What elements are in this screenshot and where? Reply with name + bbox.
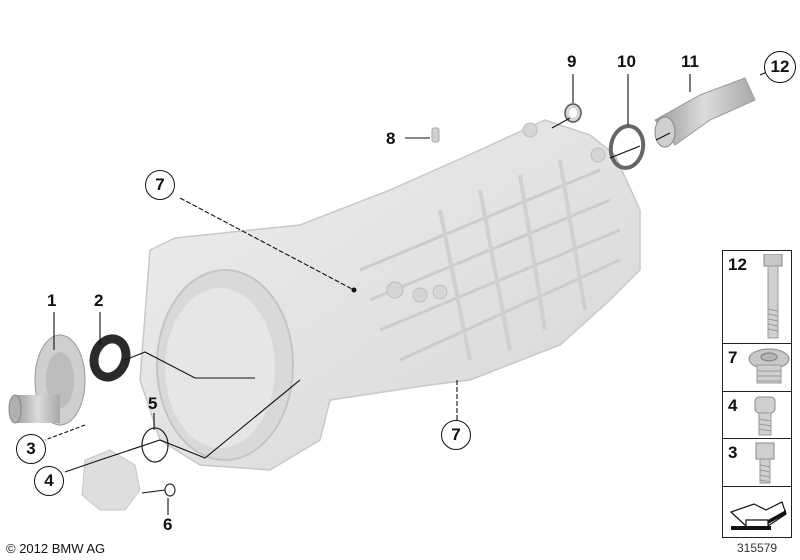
torx-bolt-icon	[754, 396, 776, 436]
screw-plug-icon	[748, 348, 790, 384]
callout-4-circled: 4	[34, 466, 64, 496]
legend-label: 3	[728, 443, 738, 462]
legend-item-socket-head-bolt: 3	[723, 439, 791, 487]
legend-label: 7	[728, 348, 738, 367]
callout-7-circled-top: 7	[145, 170, 175, 200]
legend-item-hex-bolt: 12	[723, 251, 791, 344]
legend-item-torx-bolt: 4	[723, 392, 791, 439]
copyright-text: © 2012 BMW AG	[6, 541, 106, 556]
hex-bolt-icon	[763, 254, 783, 339]
callout-12-circled: 12	[764, 51, 796, 83]
callout-5: 5	[148, 394, 158, 413]
fastener-legend: 12 7 4 3	[722, 250, 792, 538]
callout-8: 8	[386, 129, 396, 148]
diagram-number: 315579	[737, 541, 778, 555]
callout-1: 1	[47, 291, 57, 310]
socket-head-bolt-icon	[755, 442, 775, 484]
callout-10: 10	[617, 52, 636, 71]
callout-6: 6	[163, 515, 173, 534]
callout-3-circled: 3	[16, 434, 46, 464]
callout-11: 11	[681, 52, 699, 71]
legend-item-screw-plug: 7	[723, 344, 791, 392]
callout-7-circled-bottom: 7	[441, 420, 471, 450]
direction-arrow-icon	[729, 501, 787, 530]
legend-item-direction-arrow	[723, 487, 791, 537]
callout-9: 9	[567, 52, 577, 71]
callout-2: 2	[94, 291, 104, 310]
legend-label: 4	[728, 396, 738, 415]
legend-label: 12	[728, 255, 747, 274]
